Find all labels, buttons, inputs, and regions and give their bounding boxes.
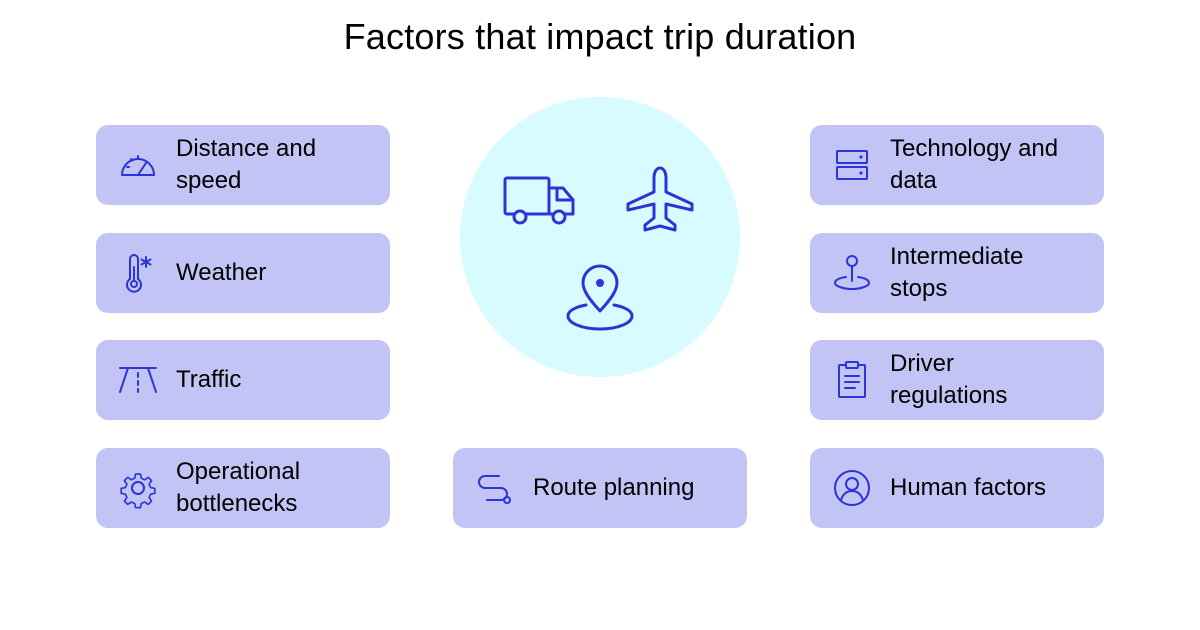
factor-card-operational-bottlenecks: Operational bottlenecks bbox=[96, 448, 390, 528]
thermometer-icon bbox=[116, 251, 160, 295]
factor-label: Distance and speed bbox=[176, 135, 317, 194]
factor-label: Human factors bbox=[890, 474, 1047, 501]
location-pin-icon bbox=[566, 264, 634, 331]
factor-label: Weather bbox=[176, 259, 267, 286]
route-icon bbox=[473, 466, 517, 510]
gear-icon bbox=[116, 466, 160, 510]
factor-label: Traffic bbox=[176, 366, 242, 393]
airplane-icon bbox=[626, 166, 694, 232]
factor-card-route-planning: Route planning bbox=[453, 448, 747, 528]
factor-card-technology-data: Technology and data bbox=[810, 125, 1104, 205]
page-title: Factors that impact trip duration bbox=[343, 16, 857, 57]
factor-label: Intermediate stops bbox=[890, 243, 1024, 302]
user-circle-icon bbox=[830, 466, 874, 510]
speedometer-icon bbox=[116, 143, 160, 187]
server-icon bbox=[830, 143, 874, 187]
transport-hub-circle bbox=[460, 97, 740, 377]
clipboard-icon bbox=[830, 358, 874, 402]
pin-stop-icon bbox=[830, 251, 874, 295]
factor-card-intermediate-stops: Intermediate stops bbox=[810, 233, 1104, 313]
factor-card-driver-regulations: Driver regulations bbox=[810, 340, 1104, 420]
factor-card-weather: Weather bbox=[96, 233, 390, 313]
truck-icon bbox=[503, 176, 575, 225]
factor-card-human-factors: Human factors bbox=[810, 448, 1104, 528]
factor-label: Operational bottlenecks bbox=[176, 458, 301, 517]
factor-label: Driver regulations bbox=[890, 350, 1008, 409]
road-icon bbox=[116, 358, 160, 402]
factor-card-traffic: Traffic bbox=[96, 340, 390, 420]
factor-card-distance-speed: Distance and speed bbox=[96, 125, 390, 205]
factor-label: Technology and data bbox=[890, 135, 1059, 194]
factor-label: Route planning bbox=[533, 474, 695, 501]
